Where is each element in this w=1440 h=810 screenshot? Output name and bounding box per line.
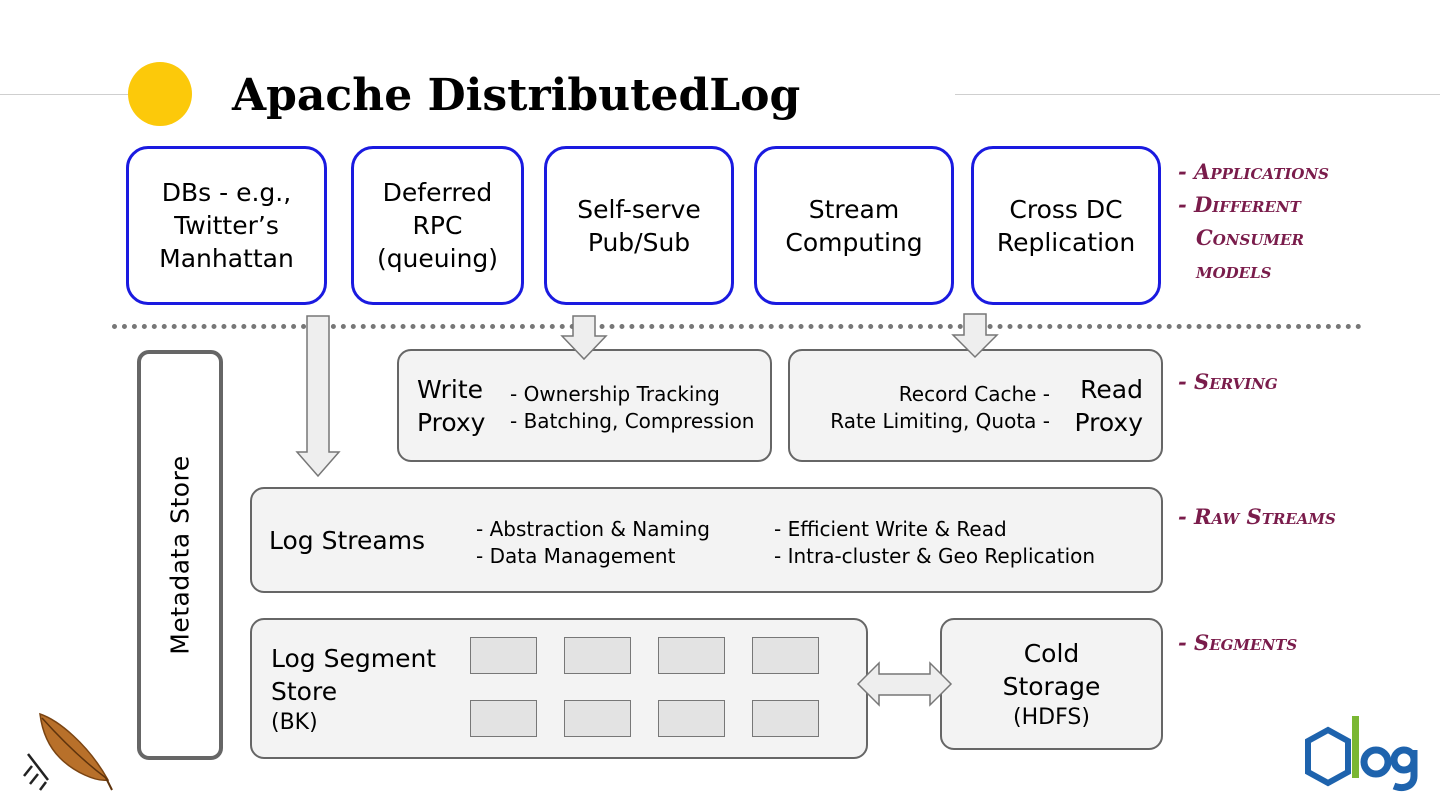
log-streams-feature: - Intra-cluster & Geo Replication	[774, 544, 1096, 568]
segment-block	[564, 637, 631, 674]
write-proxy-feature: - Batching, Compression	[510, 409, 755, 433]
app-label: Deferred RPC (queuing)	[376, 178, 499, 273]
cold-storage-panel	[940, 618, 1163, 750]
page-title: Apache DistributedLog	[232, 70, 801, 121]
log-segment-store-title-line2: Store	[271, 677, 338, 706]
down-arrow-read-proxy	[951, 313, 999, 359]
read-proxy-title-line2: Proxy	[1074, 408, 1143, 437]
log-segment-store-subtitle: (BK)	[271, 710, 318, 735]
log-streams-feature: - Efficient Write & Read	[774, 517, 1007, 541]
write-proxy-title-line1: Write	[417, 375, 484, 404]
read-proxy-title-line1: Read	[1080, 375, 1143, 404]
annotation-consumer-models: Consumer	[1196, 225, 1304, 250]
write-proxy-feature: - Ownership Tracking	[510, 382, 720, 406]
segment-block	[752, 637, 819, 674]
title-accent-dot	[128, 62, 192, 126]
log-segment-store-title-line1: Log Segment	[271, 644, 437, 673]
app-box-pubsub: Self-serve Pub/Sub	[544, 146, 734, 305]
read-proxy-feature: Record Cache -	[898, 382, 1050, 406]
down-arrow-write-proxy	[560, 315, 608, 361]
cold-storage-title-line1: Cold	[1023, 639, 1080, 668]
log-streams-feature: - Data Management	[476, 544, 676, 568]
bidirectional-arrow	[856, 661, 953, 707]
app-box-dbs: DBs - e.g., Twitter’s Manhattan	[126, 146, 327, 305]
app-box-deferred-rpc: Deferred RPC (queuing)	[351, 146, 524, 305]
log-streams-panel	[250, 487, 1163, 593]
down-arrow-dbs	[295, 315, 341, 478]
annotation-segments: - Segments	[1178, 630, 1298, 655]
title-rule-right	[955, 94, 1440, 95]
title-rule-left	[0, 94, 132, 95]
annotation-consumer-models: - Different	[1178, 192, 1301, 217]
annotation-applications: - Applications	[1178, 159, 1329, 184]
segment-block	[564, 700, 631, 737]
segment-block	[470, 700, 537, 737]
app-box-cross-dc: Cross DC Replication	[971, 146, 1161, 305]
log-streams-title: Log Streams	[269, 526, 426, 555]
app-box-stream-computing: Stream Computing	[754, 146, 954, 305]
read-proxy-feature: Rate Limiting, Quota -	[830, 409, 1050, 433]
cold-storage-subtitle: (HDFS)	[1013, 705, 1090, 730]
segment-block	[658, 700, 725, 737]
annotation-consumer-models: models	[1196, 258, 1272, 283]
segment-block	[752, 700, 819, 737]
annotation-serving: - Serving	[1178, 369, 1278, 394]
app-label: DBs - e.g., Twitter’s Manhattan	[159, 178, 294, 273]
app-label: Cross DC Replication	[996, 194, 1136, 257]
segment-block	[470, 637, 537, 674]
app-label: Self-serve Pub/Sub	[577, 194, 701, 257]
distributedlog-logo	[1305, 716, 1418, 792]
annotation-raw-streams: - Raw Streams	[1178, 504, 1336, 529]
write-proxy-panel	[397, 349, 772, 462]
log-streams-feature: - Abstraction & Naming	[476, 517, 710, 541]
feather-logo	[23, 712, 113, 791]
app-label: Stream Computing	[785, 194, 923, 257]
layer-separator	[112, 324, 1362, 329]
write-proxy-title-line2: Proxy	[417, 408, 486, 437]
cold-storage-title-line2: Storage	[1002, 672, 1101, 701]
segment-block	[658, 637, 725, 674]
metadata-store: Metadata Store	[137, 350, 223, 760]
